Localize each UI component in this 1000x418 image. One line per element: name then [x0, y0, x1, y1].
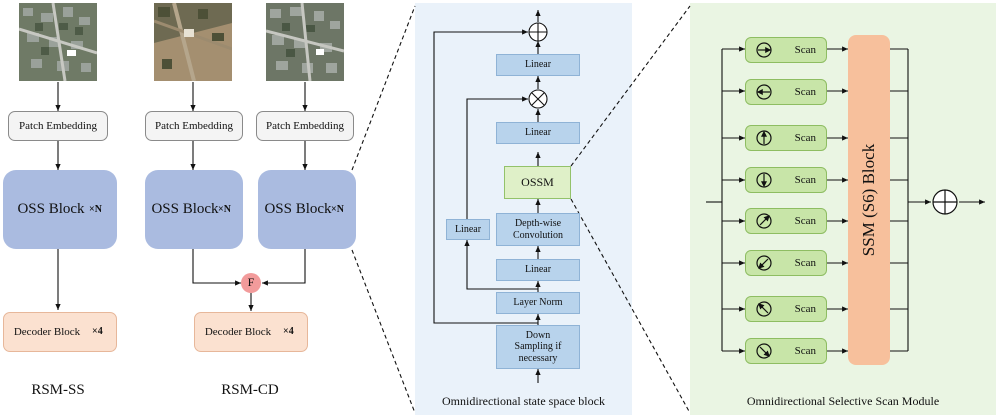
ssm-block-label: SSM (S6) Block: [859, 143, 878, 257]
multiply-operator-icon: [528, 89, 548, 109]
arrow-up-right-icon: [756, 213, 772, 229]
depthwise-convolution: Depth-wise Convolution: [496, 213, 580, 246]
layer-norm: Layer Norm: [496, 292, 580, 314]
linear-low: Linear: [496, 259, 580, 281]
rsm-cd-title: RSM-CD: [221, 382, 279, 398]
scan-label: Scan: [794, 131, 816, 144]
oss-multiplier-cd-1: ×N: [218, 204, 231, 215]
satellite-image-ss: [19, 3, 97, 81]
satellite-image-cd-before: [154, 3, 232, 81]
linear-mid: Linear: [496, 122, 580, 144]
linear-side: Linear: [446, 219, 490, 240]
decoder-multiplier-ss: ×4: [92, 326, 103, 337]
oss-block-cd-1: OSS Block: [145, 170, 243, 249]
scan-label: Scan: [794, 85, 816, 98]
arrow-left-icon: [756, 84, 772, 100]
decoder-multiplier-cd: ×4: [283, 326, 294, 337]
oss-block-caption: Omnidirectional state space block: [442, 394, 605, 408]
arrow-right-icon: [756, 42, 772, 58]
fusion-node-icon: [241, 273, 261, 293]
satellite-image-cd-after: [266, 3, 344, 81]
arrow-down-right-icon: [756, 343, 772, 359]
ossm-box: OSSM: [504, 166, 571, 199]
arrow-up-icon: [756, 130, 772, 146]
oss-block-cd-2: OSS Block: [258, 170, 356, 249]
down-sampling: Down Sampling if necessary: [496, 325, 580, 369]
ssm-block: [848, 35, 890, 365]
arrow-up-left-icon: [756, 301, 772, 317]
fusion-label: F: [247, 275, 255, 290]
scan-down: Scan: [745, 167, 827, 193]
scan-label: Scan: [794, 302, 816, 315]
oss-block-ss: OSS Block: [3, 170, 117, 249]
arrow-down-left-icon: [756, 255, 772, 271]
rsm-ss-title: RSM-SS: [31, 382, 85, 398]
oss-multiplier-ss: ×N: [89, 204, 102, 215]
scan-label: Scan: [794, 43, 816, 56]
decoder-block-ss: Decoder Block: [3, 312, 117, 352]
scan-up: Scan: [745, 125, 827, 151]
arrow-down-icon: [756, 172, 772, 188]
ossm-caption: Omnidirectional Selective Scan Module: [746, 394, 940, 408]
scan-label: Scan: [794, 173, 816, 186]
oss-multiplier-cd-2: ×N: [331, 204, 344, 215]
scan-up-right: Scan: [745, 208, 827, 234]
scan-up-left: Scan: [745, 296, 827, 322]
add-operator-icon: [528, 22, 548, 42]
patch-embedding-cd-1: Patch Embedding: [145, 111, 243, 141]
decoder-block-cd: Decoder Block: [194, 312, 308, 352]
patch-embedding-cd-2: Patch Embedding: [256, 111, 354, 141]
scan-down-right: Scan: [745, 338, 827, 364]
scan-label: Scan: [794, 256, 816, 269]
ossm-add-operator-icon: [932, 189, 958, 215]
scan-label: Scan: [794, 214, 816, 227]
linear-top: Linear: [496, 54, 580, 76]
scan-label: Scan: [794, 344, 816, 357]
patch-embedding-ss: Patch Embedding: [8, 111, 108, 141]
